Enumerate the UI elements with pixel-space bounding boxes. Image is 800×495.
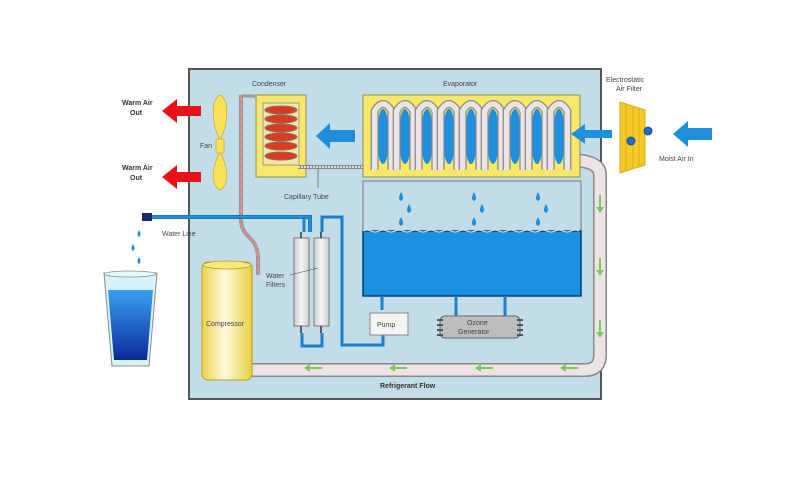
- capillary-tube: [298, 165, 366, 188]
- evaporator-coil-core: [552, 109, 566, 164]
- evaporator-coil: [481, 101, 505, 170]
- fan-icon: [212, 94, 228, 191]
- refrigerant-loop: [250, 153, 607, 377]
- warm-air-arrow-top-icon: [162, 99, 201, 123]
- evaporator-coil: [547, 101, 571, 170]
- water-filters: [289, 232, 330, 333]
- evaporator-coil-core: [464, 109, 478, 164]
- warm-air-out-bottom-label-1: Warm Air: [122, 165, 153, 172]
- compressor: [201, 260, 253, 381]
- flow-arrow-icon: [596, 195, 604, 213]
- evaporator-coil: [415, 101, 439, 170]
- evaporator-coil: [393, 101, 417, 170]
- evaporator-coil-core: [420, 109, 434, 164]
- moist-air-in-label: Moist Air In: [659, 156, 694, 163]
- water-drop-icon: [544, 204, 548, 213]
- water-drop-icon: [399, 217, 403, 226]
- evaporator-coil-core: [530, 109, 544, 164]
- water-drop-icon: [137, 257, 141, 264]
- refrigerant-flow-label: Refrigerant Flow: [380, 383, 436, 390]
- condensation-drops: [399, 192, 548, 226]
- pump: [369, 312, 409, 336]
- electrostatic-filter-label-2: Air Filter: [616, 86, 643, 93]
- pump-label: Pump: [377, 322, 395, 329]
- flow-arrow-icon: [389, 364, 407, 372]
- electrostatic-filter-icon: [619, 101, 653, 174]
- evaporator-coil-core: [398, 109, 412, 164]
- water-filters-label-1: Water: [266, 273, 285, 280]
- evaporator-coil: [503, 101, 527, 170]
- water-drop-icon: [536, 217, 540, 226]
- flow-arrow-icon: [560, 364, 578, 372]
- evaporator-coil: [437, 101, 461, 170]
- flow-arrow-icon: [596, 258, 604, 276]
- fan-label: Fan: [200, 143, 212, 150]
- water-glass-icon: [103, 270, 158, 367]
- flow-arrow-icon: [475, 364, 493, 372]
- condenser: [255, 94, 307, 178]
- ozone-generator: [437, 315, 523, 339]
- cool-air-arrow-icon: [316, 123, 355, 149]
- ozone-generator-label-2: Generator: [458, 329, 490, 336]
- air-into-evaporator-arrow-icon: [571, 124, 612, 144]
- flow-arrow-icon: [304, 364, 322, 372]
- evaporator-coil: [525, 101, 549, 170]
- water-drop-icon: [407, 204, 411, 213]
- evaporator: [362, 94, 581, 178]
- evaporator-coil-core: [442, 109, 456, 164]
- warm-air-out-top-label-1: Warm Air: [122, 100, 153, 107]
- water-drop-icon: [399, 192, 403, 201]
- water-pipes: [300, 215, 507, 348]
- water-drop-icon: [480, 204, 484, 213]
- warm-air-arrows: [162, 99, 201, 189]
- water-drop-icon: [472, 192, 476, 201]
- condenser-label: Condenser: [252, 81, 287, 88]
- capillary-tube-label: Capillary Tube: [284, 194, 329, 201]
- water-drop-icon: [472, 217, 476, 226]
- evaporator-coil-core: [376, 109, 390, 164]
- falling-water-drops: [131, 230, 141, 264]
- water-line: [142, 213, 312, 232]
- evaporator-coils: [370, 100, 572, 170]
- warm-air-arrow-bottom-icon: [162, 165, 201, 189]
- water-drop-icon: [536, 192, 540, 201]
- evaporator-coil: [371, 101, 395, 170]
- warm-air-out-bottom-label-2: Out: [130, 175, 143, 182]
- hot-refrigerant-line: [239, 94, 260, 275]
- refrigerant-flow-arrows: [304, 195, 604, 372]
- evaporator-coil: [459, 101, 483, 170]
- water-filters-label-2: Filters: [266, 282, 286, 289]
- flow-arrow-icon: [596, 320, 604, 338]
- water-line-label: Water Line: [162, 231, 196, 238]
- evaporator-coil-core: [508, 109, 522, 164]
- compressor-label: Compressor: [206, 321, 245, 328]
- electrostatic-filter-label-1: Electrostatic: [606, 77, 645, 84]
- water-tank: [362, 180, 582, 297]
- moist-air-in-arrow-icon: [673, 121, 712, 147]
- evaporator-coil-core: [486, 109, 500, 164]
- evaporator-label: Evaporator: [443, 81, 478, 88]
- water-drop-icon: [137, 230, 141, 237]
- ozone-generator-label-1: Ozone: [467, 320, 488, 327]
- water-drop-icon: [131, 244, 135, 251]
- warm-air-out-top-label-2: Out: [130, 110, 143, 117]
